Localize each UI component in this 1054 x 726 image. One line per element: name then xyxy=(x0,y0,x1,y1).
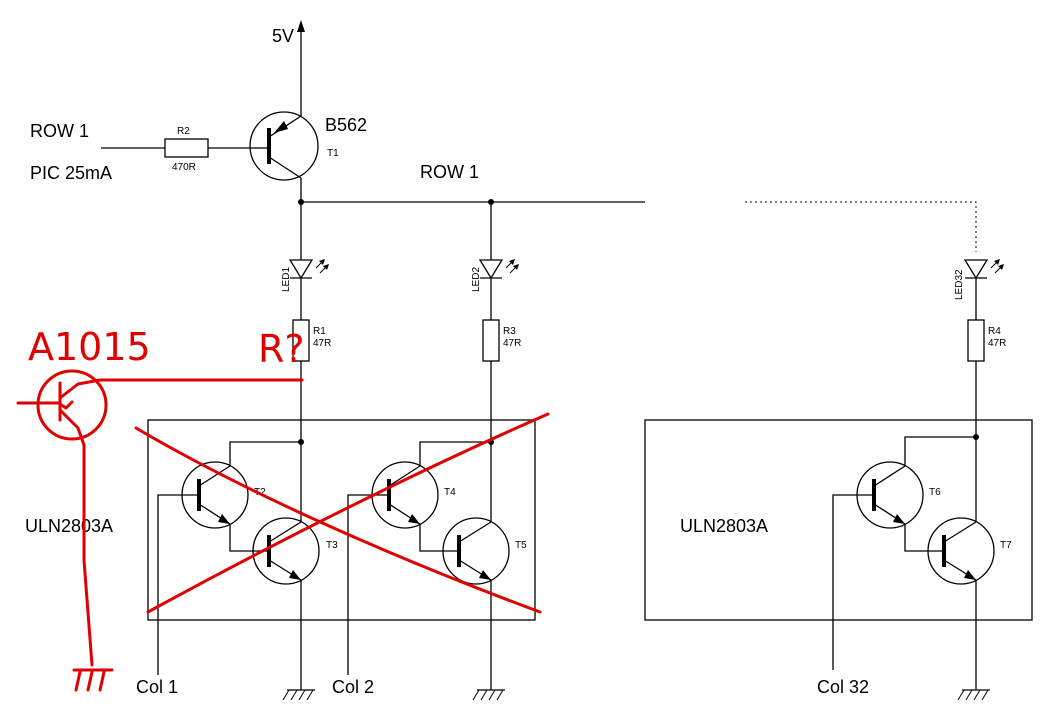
led32-ref: LED32 xyxy=(954,269,965,300)
pnp-transistor-sketch xyxy=(36,369,108,441)
supply-5v: 5V xyxy=(272,20,305,116)
row-input-label: ROW 1 xyxy=(30,121,89,141)
emission-arrows xyxy=(990,259,1004,274)
led-1: LED1 xyxy=(281,202,329,320)
column-label-2: Col 2 xyxy=(332,677,374,697)
resistor-r4: R4 47R xyxy=(967,319,1006,437)
ground-symbol xyxy=(282,689,315,701)
resistor-r3: R3 47R xyxy=(482,319,521,442)
transistor-t1: B562 T1 xyxy=(249,111,367,202)
emission-arrows xyxy=(315,259,329,274)
hand-annotations: A1015 R? xyxy=(16,325,550,692)
supply-label: 5V xyxy=(272,26,294,46)
r2-value: 470R xyxy=(172,162,196,173)
r3-ref: R3 xyxy=(503,326,516,337)
t1-ref: T1 xyxy=(327,148,339,159)
column-label-1: Col 1 xyxy=(136,677,178,697)
cross-out-stroke xyxy=(146,412,550,614)
row-bus: ROW 1 xyxy=(298,162,977,252)
t4-ref: T4 xyxy=(444,487,456,498)
r4-value: 47R xyxy=(988,338,1006,349)
resistor-r1: R1 47R xyxy=(292,319,331,442)
ground-symbol xyxy=(472,689,505,701)
r1-value: 47R xyxy=(313,338,331,349)
resistor-question: R? xyxy=(258,327,305,371)
t3-ref: T3 xyxy=(326,540,338,551)
led-2: LED2 xyxy=(471,202,519,320)
t1-part: B562 xyxy=(325,115,367,135)
emission-arrows xyxy=(505,259,519,274)
source-note: PIC 25mA xyxy=(30,163,112,183)
driver-ic-2: ULN2803A T6 T7 xyxy=(644,419,1033,690)
t5-ref: T5 xyxy=(515,540,527,551)
row-bus-label: ROW 1 xyxy=(420,162,479,182)
transistor-t7: T7 xyxy=(927,517,1012,585)
t6-ref: T6 xyxy=(929,487,941,498)
r3-value: 47R xyxy=(503,338,521,349)
led1-ref: LED1 xyxy=(281,267,292,292)
ground-symbol xyxy=(957,689,990,701)
row-input: ROW 1 PIC 25mA R2 470R xyxy=(30,121,255,183)
cross-out-stroke xyxy=(134,426,542,614)
t7-ref: T7 xyxy=(1000,540,1012,551)
resistor-r2 xyxy=(164,138,209,158)
driver2-part: ULN2803A xyxy=(680,516,768,536)
replacement-part-label: A1015 xyxy=(28,325,151,369)
r2-ref: R2 xyxy=(177,126,190,137)
led-32: LED32 xyxy=(954,259,1004,320)
r4-ref: R4 xyxy=(988,326,1001,337)
r1-ref: R1 xyxy=(313,326,326,337)
driver-ic-1: ULN2803A T2 T3 xyxy=(25,419,536,690)
led2-ref: LED2 xyxy=(471,267,482,292)
driver1-part: ULN2803A xyxy=(25,516,113,536)
column-label-32: Col 32 xyxy=(817,677,869,697)
